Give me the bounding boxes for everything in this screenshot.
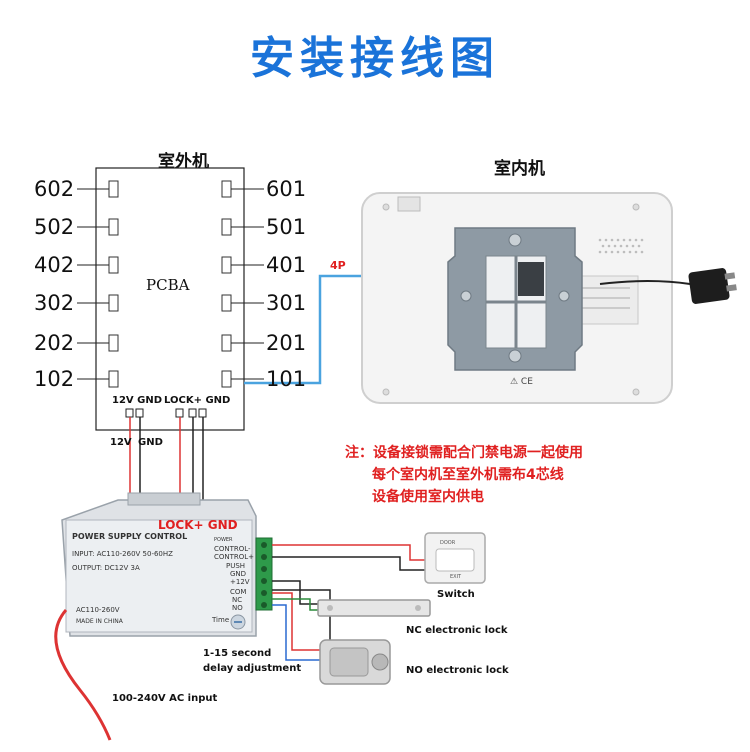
psu-terminal-no: NO xyxy=(232,604,243,612)
psu-lock-label: LOCK+ GND xyxy=(158,518,238,532)
terminal-power-label: 12V GND xyxy=(112,395,163,406)
pcba-label: PCBA xyxy=(146,276,190,294)
no-lock-label: NO electronic lock xyxy=(406,665,509,676)
adapter-cable xyxy=(599,280,691,285)
svg-text:⚠ CE: ⚠ CE xyxy=(510,377,533,387)
page-title: 安装接线图 xyxy=(250,33,500,84)
cable-4p-label: 4P xyxy=(330,259,346,272)
ac-input-label: 100-240V AC input xyxy=(112,693,218,704)
port-label-102: 102 xyxy=(34,367,75,391)
psu-output: OUTPUT: DC12V 3A xyxy=(72,564,140,572)
ac-input-cable xyxy=(54,609,112,741)
psu-terminal-block xyxy=(255,537,273,611)
psu-terminal-nc: NC xyxy=(232,596,243,604)
exit-switch-bottom-text: EXIT xyxy=(450,574,462,580)
wire-12v-label: 12V xyxy=(110,437,132,448)
right-connectors xyxy=(221,180,232,388)
indoor-unit-header: 室内机 xyxy=(494,159,545,179)
port-label-402: 402 xyxy=(34,253,75,277)
exit-switch-top-text: DOOR xyxy=(440,540,456,546)
note-line-3: 设备使用室内供电 xyxy=(372,489,484,505)
port-leader-lines xyxy=(77,188,264,380)
port-label-201: 201 xyxy=(266,331,307,355)
psu-time-label: Time xyxy=(212,616,230,624)
monitor-connector-block xyxy=(518,262,544,296)
port-label-501: 501 xyxy=(266,215,307,239)
delay-label-line-2: delay adjustment xyxy=(203,663,302,674)
monitor-sticker xyxy=(397,196,421,212)
port-label-301: 301 xyxy=(266,291,307,315)
terminal-lock-label: LOCK+ GND xyxy=(164,395,231,406)
psu-input: INPUT: AC110-260V 50-60HZ xyxy=(72,550,173,558)
device-wires xyxy=(272,544,425,661)
wire-gnd-label: GND xyxy=(138,437,163,448)
outdoor-unit-header: 室外机 xyxy=(158,152,209,172)
psu-terminal-power: POWER xyxy=(214,537,233,543)
psu-terminal-12v: +12V xyxy=(230,578,250,586)
delay-label-line-1: 1-15 second xyxy=(203,648,272,659)
port-label-302: 302 xyxy=(34,291,75,315)
psu-terminal-gnd: GND xyxy=(230,570,247,578)
psu-terminal-push: PUSH xyxy=(226,562,246,570)
port-label-202: 202 xyxy=(34,331,75,355)
speaker-grille xyxy=(598,238,644,254)
port-label-101: 101 xyxy=(266,367,307,391)
port-label-602: 602 xyxy=(34,177,75,201)
switch-label: Switch xyxy=(437,589,475,600)
port-label-601: 601 xyxy=(266,177,307,201)
psu-terminal-com: COM xyxy=(230,588,247,596)
note-line-2: 每个室内机至室外机需布4芯线 xyxy=(372,467,564,483)
nc-lock-label: NC electronic lock xyxy=(406,625,508,636)
port-label-401: 401 xyxy=(266,253,307,277)
psu-heading: POWER SUPPLY CONTROL xyxy=(72,532,188,541)
port-label-502: 502 xyxy=(34,215,75,239)
psu-made-in: MADE IN CHINA xyxy=(76,618,123,625)
psu-terminal-control-plus: CONTROL+ xyxy=(214,553,255,561)
outdoor-pcb-board xyxy=(95,167,245,431)
power-adapter xyxy=(688,268,730,304)
psu-terminal-control-minus: CONTROL- xyxy=(214,545,251,553)
nc-electronic-lock xyxy=(317,599,431,617)
note-line-1: 注：设备接锁需配合门禁电源一起使用 xyxy=(345,445,583,461)
psu-ac-label: AC110-260V xyxy=(76,606,120,614)
